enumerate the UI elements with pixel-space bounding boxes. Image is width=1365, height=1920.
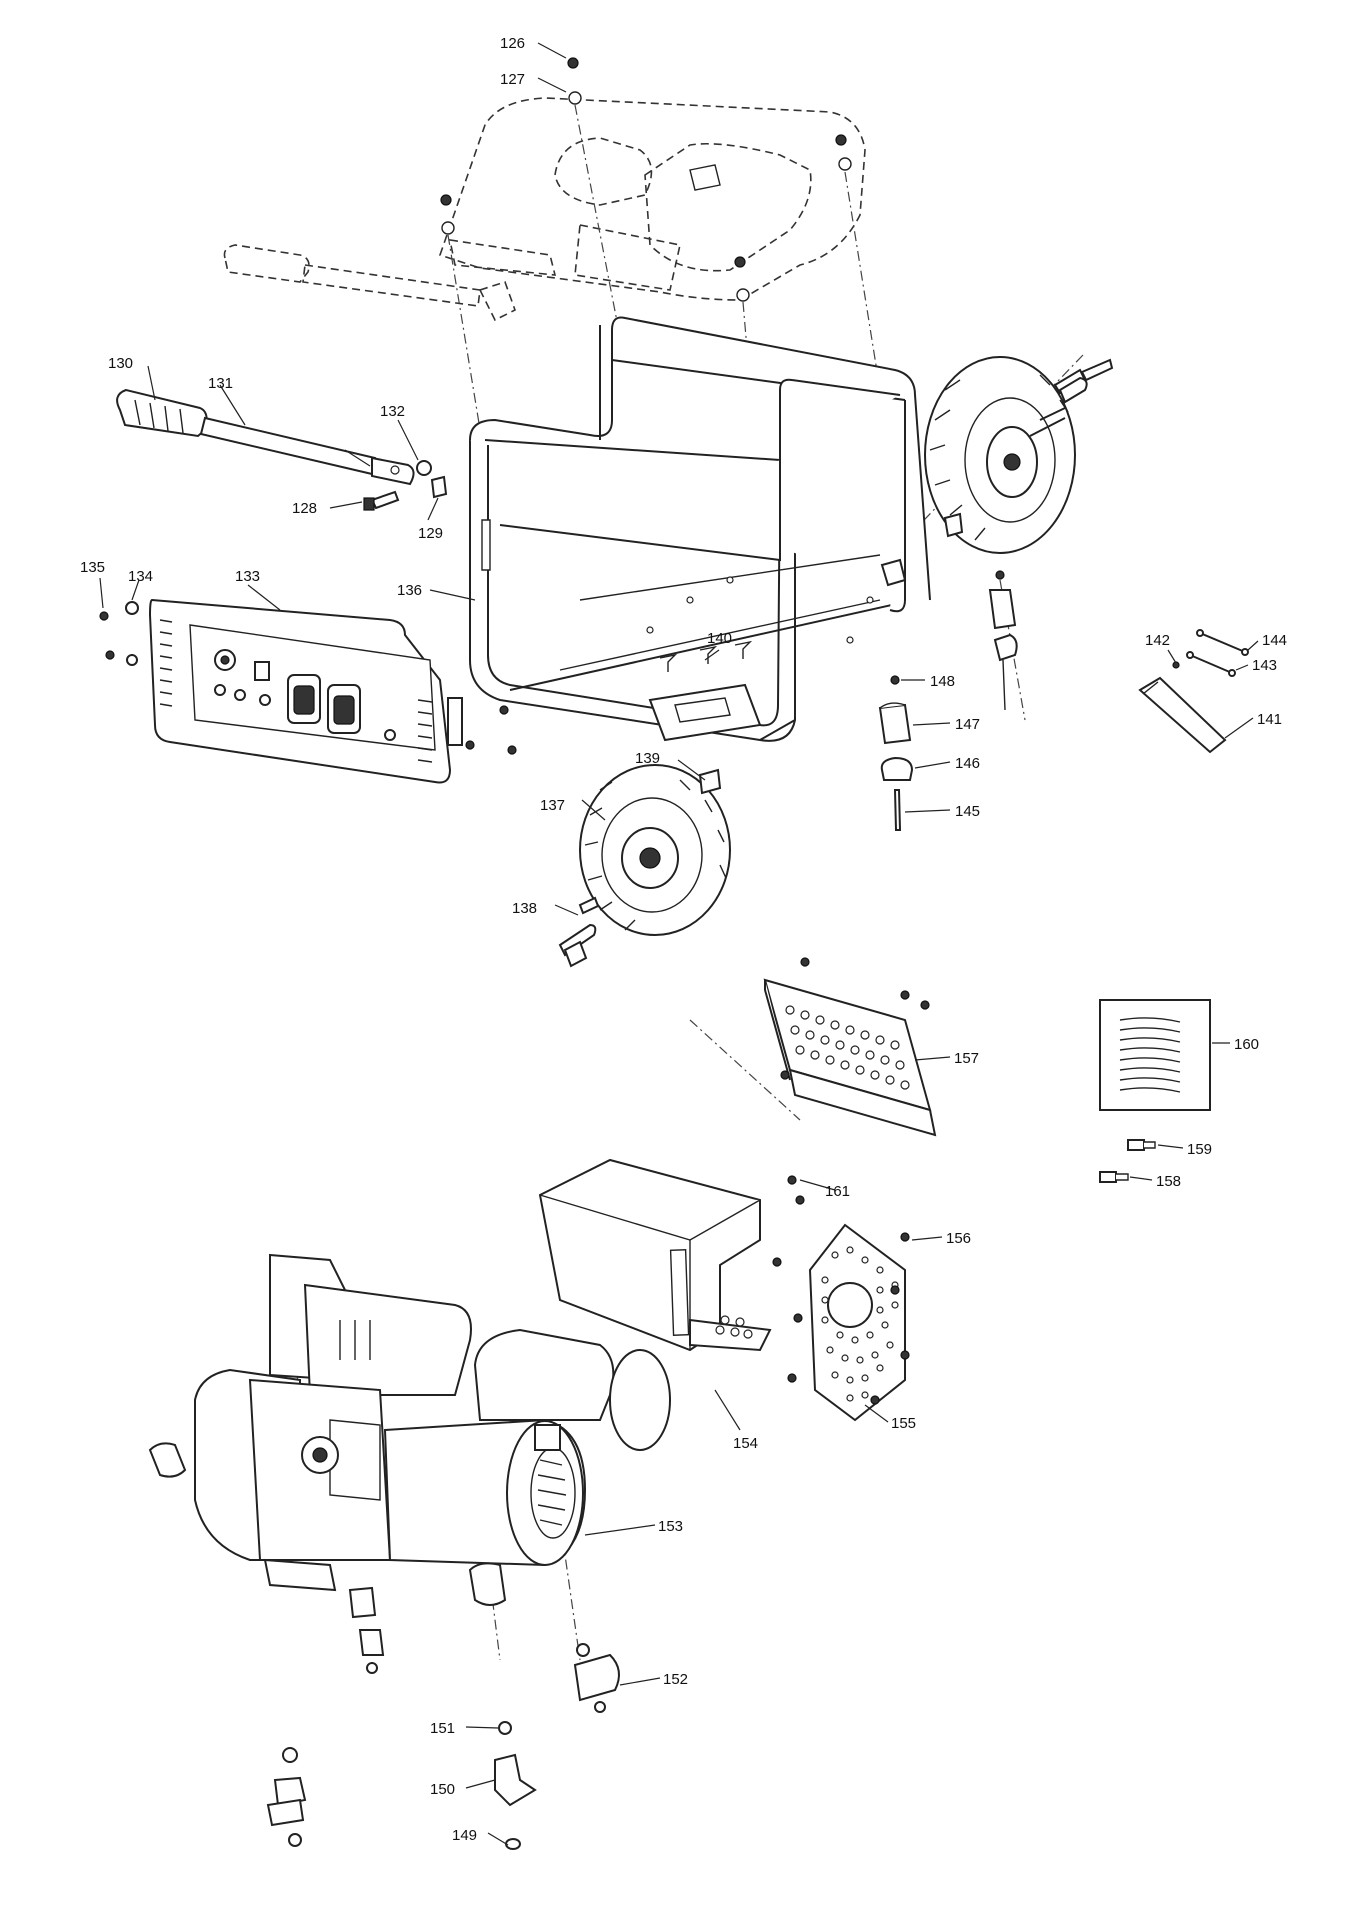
upper-handle-outline	[223, 244, 516, 322]
control-panel-hardware	[99, 601, 517, 755]
axle-right	[1029, 358, 1114, 437]
wheel-left	[579, 764, 731, 936]
callout-146: 146	[955, 755, 980, 772]
callout-128: 128	[292, 500, 317, 517]
mount-hardware-right	[988, 570, 1018, 711]
callout-157: 157	[954, 1050, 979, 1067]
nut-left	[698, 768, 722, 795]
callout-158: 158	[1156, 1173, 1181, 1190]
callout-160: 160	[1234, 1036, 1259, 1053]
callout-133: 133	[235, 568, 260, 585]
foot-hardware	[878, 675, 914, 831]
callout-131: 131	[208, 375, 233, 392]
callout-153: 153	[658, 1518, 683, 1535]
callout-129: 129	[418, 525, 443, 542]
callout-152: 152	[663, 1671, 688, 1688]
connectors-158-159	[1099, 1139, 1156, 1183]
callout-154: 154	[733, 1435, 758, 1452]
callout-147: 147	[955, 716, 980, 733]
callout-135: 135	[80, 559, 105, 576]
callout-144: 144	[1262, 632, 1287, 649]
callout-151: 151	[430, 1720, 455, 1737]
leader-lines	[99, 42, 1259, 1846]
callout-159: 159	[1187, 1141, 1212, 1158]
frame	[469, 316, 931, 742]
callout-142: 142	[1145, 632, 1170, 649]
engine-mounts	[266, 1586, 620, 1847]
strap-141	[1138, 676, 1227, 754]
callout-149: 149	[452, 1827, 477, 1844]
frame-bolts	[659, 640, 753, 672]
callout-161: 161	[825, 1183, 850, 1200]
control-panel	[148, 598, 463, 784]
handle-hardware	[363, 460, 448, 511]
handle-grip	[116, 388, 208, 438]
tank-bolts	[440, 57, 852, 302]
end-plate	[808, 1223, 906, 1422]
callout-137: 137	[540, 797, 565, 814]
callout-126: 126	[500, 35, 525, 52]
nut-right	[943, 512, 964, 538]
callout-136: 136	[397, 582, 422, 599]
fuel-tank-outline	[438, 97, 866, 301]
callout-155: 155	[891, 1415, 916, 1432]
callout-127: 127	[500, 71, 525, 88]
callout-140: 140	[707, 630, 732, 647]
callout-134: 134	[128, 568, 153, 585]
callout-139: 139	[635, 750, 660, 767]
callout-138: 138	[512, 900, 537, 917]
callout-145: 145	[955, 803, 980, 820]
callout-156: 156	[946, 1230, 971, 1247]
wire-harness-box	[1099, 999, 1211, 1111]
end-plate-hardware	[772, 1175, 910, 1405]
wheel-right	[924, 356, 1076, 554]
engine-assembly	[148, 1253, 671, 1606]
tray-holes	[785, 1005, 910, 1090]
callout-141: 141	[1257, 711, 1282, 728]
perforated-tray	[763, 957, 937, 1137]
axle-left	[558, 896, 600, 968]
handle-tube	[199, 416, 415, 486]
engine-mount-149-151	[494, 1721, 537, 1850]
callout-labels: 126 127 128 129 130 131 132 133 134 135 …	[80, 35, 1287, 1844]
callout-132: 132	[380, 403, 405, 420]
frame-bracket	[648, 558, 907, 742]
callout-130: 130	[108, 355, 133, 372]
cover-box	[538, 1158, 772, 1352]
callout-148: 148	[930, 673, 955, 690]
callout-143: 143	[1252, 657, 1277, 674]
callout-150: 150	[430, 1781, 455, 1798]
